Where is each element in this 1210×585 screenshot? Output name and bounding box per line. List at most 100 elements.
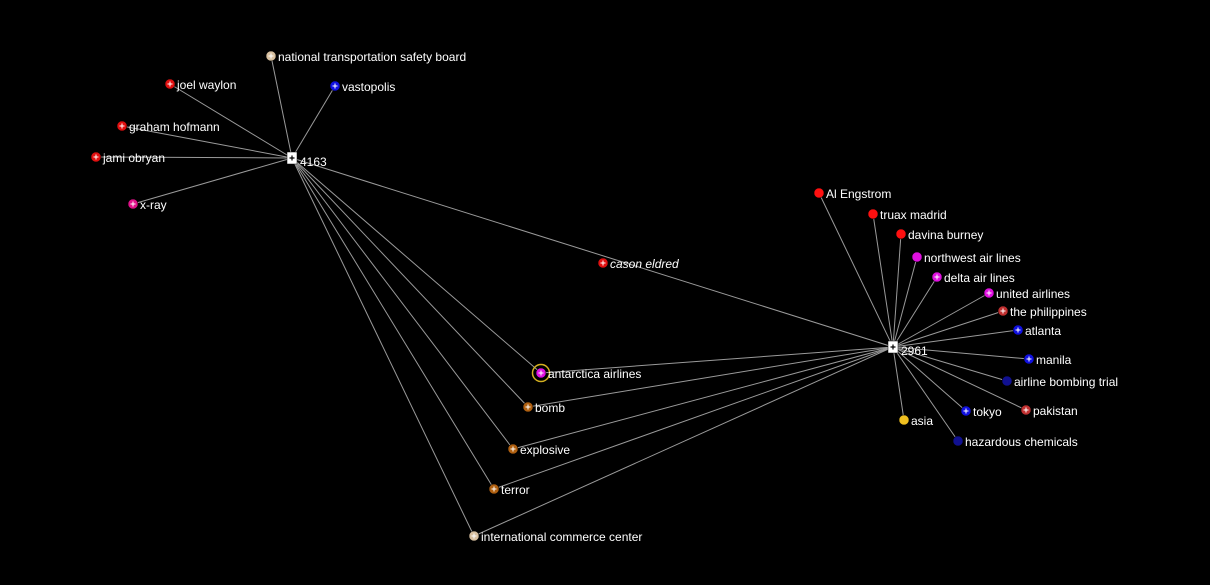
node-united-airlines[interactable]: united airlines [983, 287, 1070, 301]
node-terror[interactable]: terror [488, 483, 530, 497]
hub-label: 2961 [901, 344, 928, 358]
edge-h1-antarctica [291, 157, 542, 374]
edge-h2-united [892, 292, 990, 348]
node-pakistan[interactable]: pakistan [1020, 404, 1078, 418]
node-dot[interactable] [867, 208, 879, 220]
node-label: vastopolis [342, 80, 395, 94]
edge-h2-delta [892, 276, 938, 348]
edge-h2-terror [493, 346, 894, 490]
node-cason-eldred[interactable]: cason eldred [597, 257, 679, 271]
expand-plus-icon[interactable] [1023, 407, 1029, 413]
node-dot[interactable] [911, 251, 923, 263]
expand-plus-icon[interactable] [986, 290, 992, 296]
expand-plus-icon[interactable] [934, 274, 940, 280]
expand-plus-icon[interactable] [167, 81, 173, 87]
node-label: manila [1036, 353, 1072, 367]
node-the-philippines[interactable]: the philippines [997, 305, 1087, 319]
edge-h2-hazchem [892, 346, 959, 442]
hub-node-4163[interactable]: 4163 [286, 151, 327, 169]
expand-plus-icon[interactable] [491, 486, 497, 492]
expand-plus-icon[interactable] [525, 404, 531, 410]
node-explosive[interactable]: explosive [507, 443, 570, 457]
expand-plus-icon[interactable] [289, 155, 295, 161]
edge-h1-jami [95, 156, 293, 159]
node-delta-air-lines[interactable]: delta air lines [931, 271, 1015, 285]
node-international-commerce-center[interactable]: international commerce center [468, 530, 642, 544]
node-asia[interactable]: asia [898, 414, 933, 428]
node-atlanta[interactable]: atlanta [1012, 324, 1061, 338]
hub-layer: 4163 2961 [286, 151, 928, 358]
node-label: the philippines [1010, 305, 1087, 319]
expand-plus-icon[interactable] [1015, 327, 1021, 333]
expand-plus-icon[interactable] [471, 533, 477, 539]
node-label: pakistan [1033, 404, 1078, 418]
selection-ring [531, 363, 551, 383]
node-davina-burney[interactable]: davina burney [895, 228, 983, 242]
edge-layer [95, 55, 1030, 537]
edge-h2-explosive [512, 346, 894, 450]
expand-plus-icon[interactable] [510, 446, 516, 452]
edge-h1-vastopolis [291, 85, 336, 159]
node-antarctica-airlines[interactable]: antarctica airlines [531, 363, 642, 383]
expand-plus-icon[interactable] [130, 201, 136, 207]
edge-h2-atlanta [892, 329, 1019, 348]
node-label: x-ray [140, 198, 167, 212]
node-dot[interactable] [895, 228, 907, 240]
edge-h1-joel [169, 83, 293, 159]
node-label: atlanta [1025, 324, 1061, 338]
edge-h1-h2 [291, 157, 894, 348]
edge-h2-abt [892, 346, 1008, 382]
expand-plus-icon[interactable] [600, 260, 606, 266]
node-tokyo[interactable]: tokyo [960, 405, 1002, 419]
node-layer: national transportation safety board vast… [90, 50, 1118, 544]
node-dot[interactable] [813, 187, 825, 199]
node-label: explosive [520, 443, 570, 457]
edge-h2-engstrom [818, 192, 894, 348]
expand-plus-icon[interactable] [538, 370, 544, 376]
edge-h1-graham [121, 125, 293, 159]
expand-plus-icon[interactable] [1026, 356, 1032, 362]
node-x-ray[interactable]: x-ray [127, 198, 167, 212]
node-label: graham hofmann [129, 120, 220, 134]
node-label: antarctica airlines [548, 367, 641, 381]
edge-h1-icc [291, 157, 475, 537]
expand-plus-icon[interactable] [890, 344, 896, 350]
node-al-engstrom[interactable]: Al Engstrom [813, 187, 891, 201]
node-northwest-air-lines[interactable]: northwest air lines [911, 251, 1021, 265]
node-label: truax madrid [880, 208, 947, 222]
edge-h1-xray [132, 157, 293, 205]
node-dot[interactable] [898, 414, 910, 426]
node-airline-bombing-trial[interactable]: airline bombing trial [1001, 375, 1118, 389]
node-label: northwest air lines [924, 251, 1021, 265]
edge-h2-tokyo [892, 346, 967, 412]
node-manila[interactable]: manila [1023, 353, 1072, 367]
node-jami-obryan[interactable]: jami obryan [90, 151, 165, 165]
node-dot[interactable] [1001, 375, 1013, 387]
node-label: airline bombing trial [1014, 375, 1118, 389]
node-label: bomb [535, 401, 565, 415]
node-national-transportation-safety-board[interactable]: national transportation safety board [265, 50, 466, 64]
edge-h2-icc [473, 346, 894, 537]
expand-plus-icon[interactable] [1000, 308, 1006, 314]
node-hazardous-chemicals[interactable]: hazardous chemicals [952, 435, 1078, 449]
expand-plus-icon[interactable] [93, 154, 99, 160]
expand-plus-icon[interactable] [119, 123, 125, 129]
node-bomb[interactable]: bomb [522, 401, 565, 415]
node-label: asia [911, 414, 933, 428]
node-joel-waylon[interactable]: joel waylon [164, 78, 236, 92]
node-truax-madrid[interactable]: truax madrid [867, 208, 947, 222]
expand-plus-icon[interactable] [332, 83, 338, 89]
node-graham-hofmann[interactable]: graham hofmann [116, 120, 220, 134]
node-label: joel waylon [176, 78, 236, 92]
node-vastopolis[interactable]: vastopolis [329, 80, 395, 94]
node-label: united airlines [996, 287, 1070, 301]
edge-h1-explosive [291, 157, 514, 450]
node-dot[interactable] [952, 435, 964, 447]
hub-node-2961[interactable]: 2961 [887, 340, 928, 358]
node-label: jami obryan [102, 151, 165, 165]
edge-h2-manila [892, 346, 1030, 360]
expand-plus-icon[interactable] [963, 408, 969, 414]
hub-label: 4163 [300, 155, 327, 169]
expand-plus-icon[interactable] [268, 53, 274, 59]
